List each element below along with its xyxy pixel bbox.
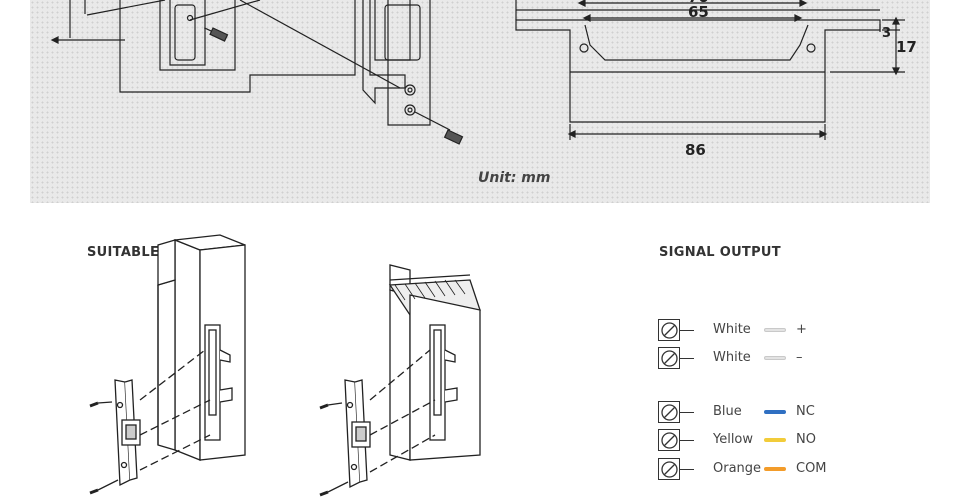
wire-color-swatch xyxy=(764,438,786,442)
terminal-lead xyxy=(680,469,694,470)
signal-row-white-negative: White – xyxy=(658,347,958,371)
wire-color-swatch xyxy=(764,467,786,471)
wire-color-swatch xyxy=(764,410,786,414)
signal-row-blue-nc: Blue NC xyxy=(658,401,958,425)
signal-output-heading: SIGNAL OUTPUT xyxy=(659,245,781,260)
strike-dimension-drawing xyxy=(50,0,905,145)
dimension-top-width: 70 xyxy=(688,0,709,6)
signal-row-orange-com: Orange COM xyxy=(658,458,958,482)
dimension-outer-width: 86 xyxy=(685,141,706,159)
signal-label: + xyxy=(796,322,807,337)
dimension-thickness: 3 xyxy=(882,26,892,41)
signal-label: – xyxy=(796,350,803,365)
door-frame-illustration-2 xyxy=(319,264,481,497)
terminal-lead xyxy=(680,330,694,331)
door-installation-illustrations xyxy=(89,234,481,497)
terminal-screw-icon xyxy=(658,401,680,423)
wire-color-label: White xyxy=(713,350,751,365)
signal-label: NC xyxy=(796,404,815,419)
door-frame-illustration-1 xyxy=(89,234,246,495)
dimension-drawing-panel: 70 65 3 17 86 Unit: mm xyxy=(30,0,930,203)
unit-label: Unit: mm xyxy=(478,170,551,186)
signal-label: COM xyxy=(796,461,827,476)
signal-label: NO xyxy=(796,432,816,447)
wire-color-label: Blue xyxy=(713,404,742,419)
terminal-lead xyxy=(680,358,694,359)
terminal-lead xyxy=(680,412,694,413)
wire-color-label: Yellow xyxy=(713,432,754,447)
terminal-lead xyxy=(680,440,694,441)
terminal-screw-icon xyxy=(658,458,680,480)
signal-row-yellow-no: Yellow NO xyxy=(658,429,958,453)
wire-color-swatch xyxy=(764,356,786,360)
terminal-screw-icon xyxy=(658,429,680,451)
wire-color-label: White xyxy=(713,322,751,337)
terminal-screw-icon xyxy=(658,347,680,369)
terminal-screw-icon xyxy=(658,319,680,341)
dimension-height: 17 xyxy=(896,38,917,56)
wire-color-swatch xyxy=(764,328,786,332)
dimension-inner-width: 65 xyxy=(688,3,709,21)
signal-row-white-positive: White + xyxy=(658,319,958,343)
wire-color-label: Orange xyxy=(713,461,762,476)
